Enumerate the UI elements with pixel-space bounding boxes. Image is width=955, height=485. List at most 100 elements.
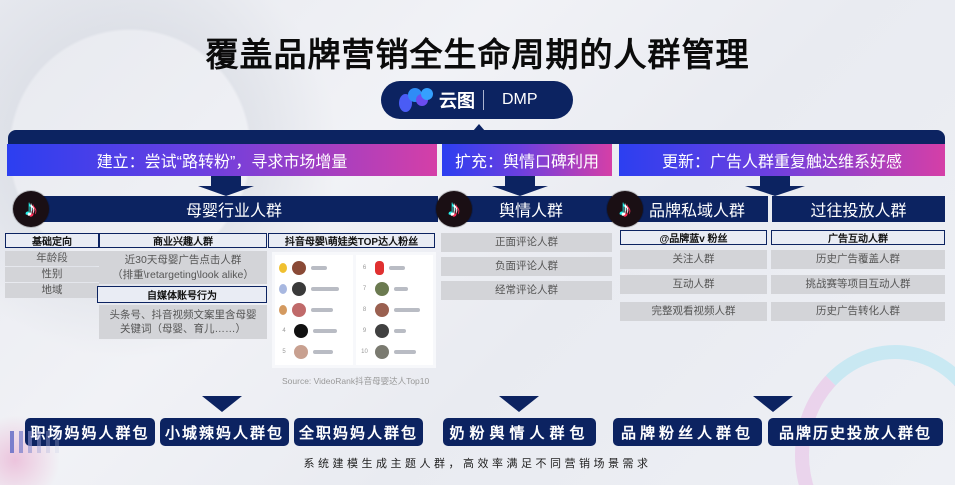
- triangle-down-icon: [499, 396, 539, 412]
- brand-fans-header-label: @品牌蓝v 粉丝: [659, 234, 728, 245]
- segment-past-bar: 过往投放人群: [772, 196, 945, 222]
- kol-name: [311, 265, 327, 270]
- interest-header: 商业兴趣人群: [99, 233, 267, 248]
- basic-item: 地域: [5, 283, 99, 298]
- interest-cell: 近30天母婴广告点击人群 （排重\retargeting\look alike）: [99, 251, 267, 284]
- kol-name: [393, 350, 416, 355]
- ranking-row: [279, 300, 349, 320]
- rank-number: 8: [362, 306, 367, 313]
- ranking-row: [279, 258, 349, 278]
- triangle-down-icon: [753, 396, 793, 412]
- phase-update-label: 更新：广告人群重复触达维系好感: [661, 154, 902, 171]
- segment-sentiment-bar: 舆情人群: [450, 196, 612, 222]
- sentiment-item: 正面评论人群: [441, 233, 612, 252]
- tiktok-icon: ♪: [607, 191, 643, 227]
- segment-private-bar: 品牌私域人群: [626, 196, 768, 222]
- private-item: 互动人群: [620, 275, 767, 294]
- kol-name: [311, 307, 333, 312]
- private-item: 完整观看视频人群: [620, 302, 767, 321]
- self-media-cell: 头条号、抖音视频文案里含母婴 关键词（母婴、育儿……）: [99, 305, 267, 339]
- interest-text-line: 近30天母婴广告点击人群: [124, 254, 242, 267]
- segment-maternal-bar: 母婴行业人群: [30, 196, 438, 222]
- past-item: 历史广告覆盖人群: [771, 250, 945, 269]
- kol-ranking-image: 4 5 6 7 8 9 10: [272, 252, 436, 368]
- ranking-column: 6 7 8 9 10: [355, 255, 433, 365]
- rank-number: 4: [282, 328, 286, 335]
- kol-name: [313, 329, 337, 334]
- avatar: [374, 260, 384, 275]
- interest-header-label: 商业兴趣人群: [153, 237, 213, 248]
- ranking-row: 10: [360, 342, 430, 362]
- package-label: 全职妈妈人群包: [298, 424, 418, 442]
- logo-brand-text: 云图: [439, 91, 475, 111]
- ranking-row: 6: [360, 258, 430, 278]
- sentiment-item: 经常评论人群: [441, 281, 612, 300]
- self-media-text-line: 关键词（母婴、育儿……）: [120, 323, 246, 335]
- self-media-header-label: 自媒体账号行为: [147, 291, 217, 302]
- segment-maternal-title: 母婴行业人群: [185, 203, 282, 220]
- ranking-row: 7: [360, 279, 430, 299]
- ranking-row: 9: [360, 321, 430, 341]
- ranking-row: [279, 279, 349, 299]
- private-item: 关注人群: [620, 250, 767, 269]
- logo-divider: [483, 90, 484, 110]
- avatar: [292, 281, 306, 296]
- kol-name: [313, 350, 333, 355]
- tiktok-icon: ♪: [13, 191, 49, 227]
- package-brand-history: 品牌历史投放人群包: [768, 418, 943, 446]
- package-label: 奶粉舆情人群包: [449, 424, 590, 442]
- arrow-down-icon: [505, 176, 535, 186]
- phase-build-banner: 建立：尝试“路转粉”，寻求市场增量: [7, 144, 437, 176]
- package-label: 小城辣妈人群包: [164, 424, 284, 442]
- rank-number: 9: [362, 328, 367, 335]
- ranking-row: 4: [279, 321, 349, 341]
- ranking-row: 5: [279, 342, 349, 362]
- ad-interaction-header: 广告互动人群: [771, 230, 945, 245]
- rank-number: 10: [361, 349, 368, 356]
- avatar: [374, 345, 389, 360]
- phase-build-label: 建立：尝试“路转粉”，寻求市场增量: [96, 154, 348, 171]
- past-item: 挑战赛等项目互动人群: [771, 275, 945, 294]
- logo-product-text: DMP: [502, 91, 538, 108]
- package-brand-fans: 品牌粉丝人群包: [613, 418, 762, 446]
- page-title: 覆盖品牌营销全生命周期的人群管理: [205, 36, 750, 73]
- package-formula-sentiment: 奶粉舆情人群包: [443, 418, 596, 446]
- footer-tagline: 系统建模生成主题人群，高效率满足不同营销场景需求: [303, 458, 652, 470]
- kol-name: [393, 329, 406, 334]
- basic-targeting-header: 基础定向: [5, 233, 99, 248]
- avatar: [292, 260, 306, 275]
- kol-name: [388, 265, 405, 270]
- gold-medal-icon: [279, 262, 287, 273]
- arrow-down-icon: [760, 176, 790, 186]
- package-full-time-moms: 全职妈妈人群包: [294, 418, 423, 446]
- phase-update-banner: 更新：广告人群重复触达维系好感: [619, 144, 945, 176]
- arrow-down-icon: [745, 186, 805, 196]
- tiktok-icon: ♪: [436, 191, 472, 227]
- triangle-down-icon: [202, 396, 242, 412]
- phase-expand-label: 扩充：舆情口碑利用: [454, 154, 599, 171]
- package-label: 职场妈妈人群包: [30, 424, 150, 442]
- segment-past-title: 过往投放人群: [810, 203, 907, 220]
- basic-targeting-header-label: 基础定向: [32, 237, 72, 248]
- bracket-notch: [473, 124, 485, 131]
- kol-name: [393, 307, 420, 312]
- avatar: [294, 345, 308, 360]
- package-label: 品牌粉丝人群包: [620, 424, 754, 442]
- lifecycle-bracket: [8, 130, 945, 144]
- kol-fans-header-label: 抖音母婴\萌娃类TOP达人粉丝: [284, 237, 419, 248]
- brand-fans-header: @品牌蓝v 粉丝: [620, 230, 767, 245]
- ranking-column: 4 5: [275, 255, 353, 365]
- interest-text-line: （排重\retargeting\look alike）: [112, 268, 254, 281]
- basic-item: 年龄段: [5, 251, 99, 266]
- silver-medal-icon: [279, 283, 287, 294]
- bronze-medal-icon: [279, 304, 287, 315]
- past-item: 历史广告转化人群: [771, 302, 945, 321]
- rank-number: 7: [362, 285, 367, 292]
- arrow-down-icon: [211, 176, 241, 186]
- ranking-row: 8: [360, 300, 430, 320]
- yuntu-dmp-logo: 云图 DMP: [381, 81, 573, 119]
- package-small-town-moms: 小城辣妈人群包: [160, 418, 289, 446]
- rank-number: 5: [282, 349, 286, 356]
- segment-sentiment-title: 舆情人群: [498, 203, 563, 220]
- kol-name: [311, 286, 339, 291]
